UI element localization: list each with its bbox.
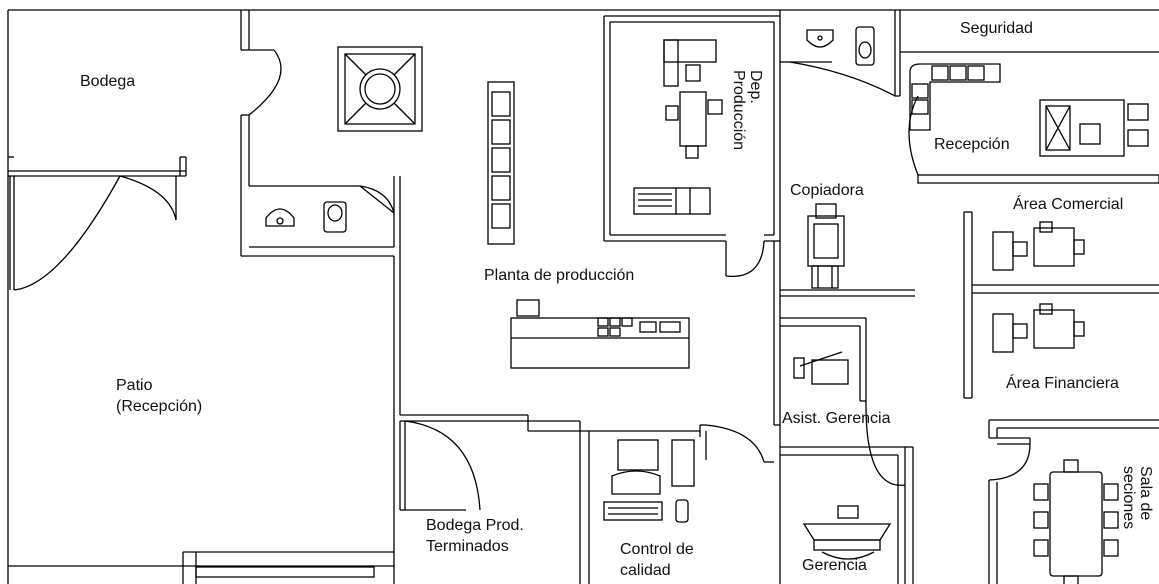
walls [7,9,1159,584]
room-label-gerencia: Gerencia [802,557,867,574]
room-label-planta: Planta de producción [484,267,635,284]
sink-icon [806,29,834,48]
executive-desk-icon [802,505,892,560]
room-label-control-line2: calidad [620,562,671,579]
room-label-patio-line1: Patio [116,377,153,394]
conference-table-icon [1033,459,1119,584]
desk-chair-icon [992,221,1085,271]
room-label-dep-produccion: Dep. Producción [730,70,764,150]
room-label-copiadora: Copiadora [790,182,864,199]
room-label-patio: Patio (Recepción) [116,375,202,417]
room-label-patio-line2: (Recepción) [116,398,203,415]
room-label-control-calidad: Control de calidad [620,539,694,581]
desk-chair-icon [793,351,849,385]
desk-chair-icon [992,303,1085,353]
computer-workstation-icon [603,439,695,523]
room-label-sala-line1: Sala de [1137,466,1154,521]
door-swing-icon [9,49,1031,511]
room-label-bodega-prod-line1: Bodega Prod. [426,517,524,534]
room-label-sala-line2: seciones [1120,466,1137,530]
shelving-rack-icon [487,81,515,245]
desk-chair-icon [663,39,723,159]
room-label-bodega: Bodega [80,73,136,90]
toilet-icon [323,201,347,233]
room-label-control-line1: Control de [620,541,694,558]
desk-chair-icon [1039,99,1149,157]
room-label-dep-line2: Producción [730,70,747,151]
photocopier-icon [807,203,845,289]
production-machine-icon [510,299,690,369]
room-label-bodega-prod: Bodega Prod. Terminados [426,515,524,557]
room-label-dep-line1: Dep. [747,70,764,104]
toilet-icon [855,26,875,66]
ventilation-fan-icon [337,46,423,132]
room-label-sala-sesiones: Sala de seciones [1120,466,1154,529]
room-label-recepcion: Recepción [934,136,1010,153]
room-label-bodega-prod-line2: Terminados [426,538,509,555]
room-label-area-financiera: Área Financiera [1006,375,1119,392]
sink-icon [265,208,295,227]
desk-chair-icon [633,187,711,215]
room-label-asist-gerencia: Asist. Gerencia [782,410,891,427]
room-label-area-comercial: Área Comercial [1013,196,1124,213]
room-label-seguridad: Seguridad [960,20,1033,37]
sofa-icon [909,63,1001,131]
